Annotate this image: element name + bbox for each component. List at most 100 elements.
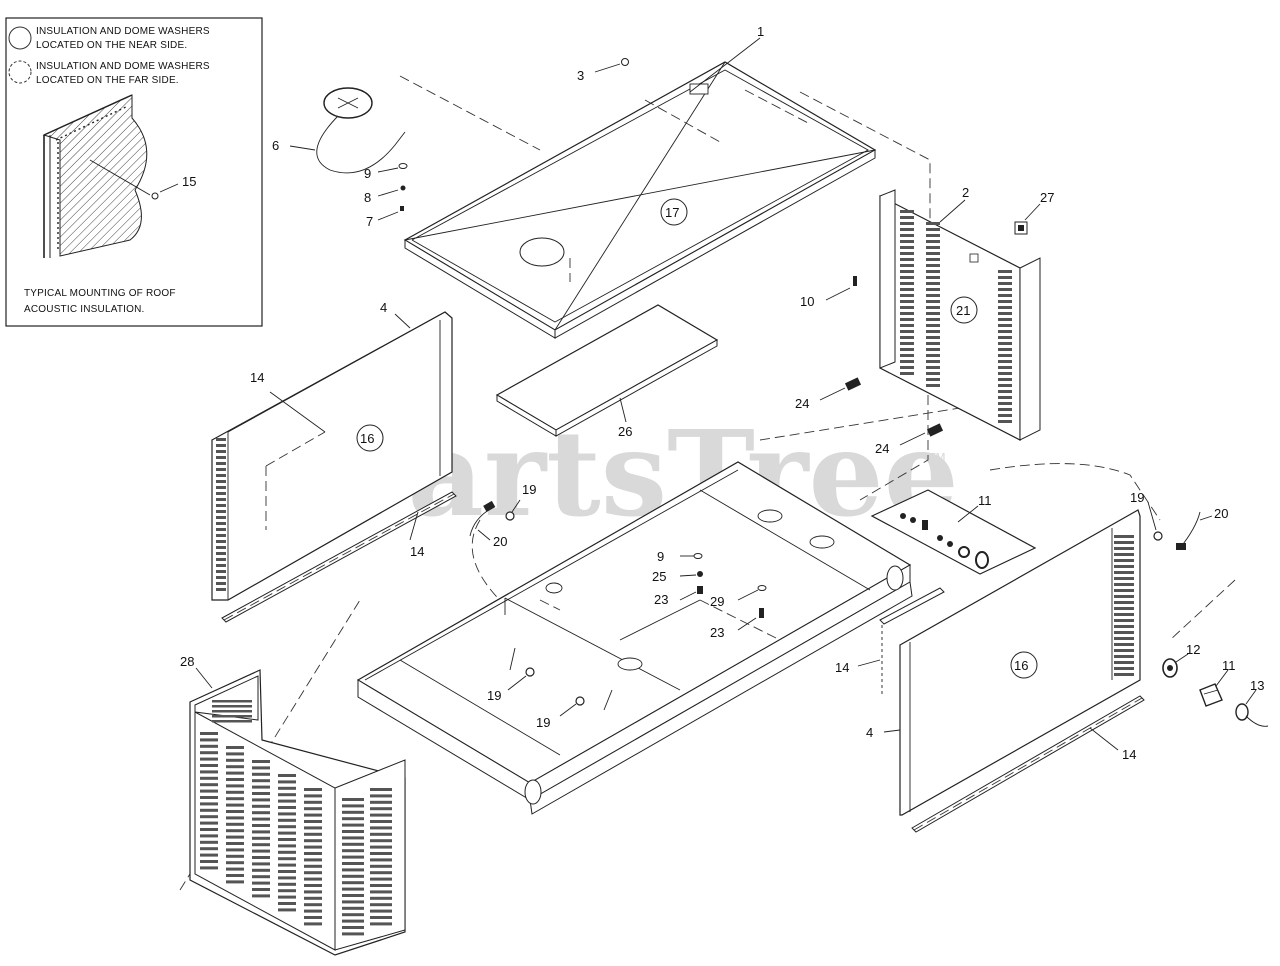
louver-slot [252, 817, 270, 821]
louver-slot [900, 276, 914, 279]
louver-slot [370, 852, 392, 855]
callout-19-d: 19 [1130, 490, 1144, 505]
near-side-circle-icon [8, 26, 32, 50]
louver-slot [1114, 571, 1134, 574]
louver-slot [370, 800, 392, 804]
louver-slot [1114, 595, 1134, 598]
louver-slot [900, 216, 914, 219]
louver-slot [200, 757, 218, 761]
louver-slot [1114, 601, 1134, 604]
louver-slot [998, 330, 1012, 333]
louver-slot [998, 402, 1012, 405]
louver-slot [278, 806, 296, 809]
louver-slot [926, 252, 940, 255]
far-side-circle-icon [8, 60, 32, 84]
louver-slot [900, 210, 914, 213]
louver-slot [342, 874, 364, 878]
louver-slot [252, 792, 270, 795]
base-frame [356, 461, 913, 815]
louver-slot [900, 336, 914, 339]
louver-slot [226, 803, 244, 807]
louver-slot [216, 462, 226, 465]
cable-20-left [469, 499, 521, 541]
louver-slot [1114, 589, 1134, 592]
louver-slot [216, 576, 226, 579]
louver-slot [998, 318, 1012, 321]
louver-slot [226, 790, 244, 794]
louver-slot [900, 318, 914, 321]
louver-slot [926, 228, 940, 231]
louver-slot [226, 778, 244, 781]
louver-slot [900, 228, 914, 231]
roof-panel [403, 61, 877, 339]
louver-slot [900, 252, 914, 255]
louver-slot [216, 456, 226, 459]
louver-slot [216, 450, 226, 453]
louver-slot [200, 796, 218, 799]
louver-slot [200, 808, 218, 812]
latch-24-a [819, 377, 862, 401]
louver-slot [370, 922, 392, 926]
louver-slot [226, 784, 244, 788]
louver-slot [998, 270, 1012, 273]
louver-slot [370, 877, 392, 881]
callout-14-c: 14 [835, 660, 849, 675]
louver-slot [926, 312, 940, 315]
louver-slot [1114, 559, 1134, 562]
louver-slot [900, 324, 914, 327]
louver-slot [200, 847, 218, 851]
callout-21: 21 [956, 303, 970, 318]
callout-16-right: 16 [1014, 658, 1028, 673]
louver-slot [1114, 613, 1134, 616]
louver-slot [304, 884, 322, 887]
louver-slot [304, 864, 322, 868]
louver-slot [1114, 547, 1134, 550]
louver-slot [926, 372, 940, 375]
louver-slot [226, 867, 244, 871]
louver-slot [342, 900, 364, 904]
louver-slot [926, 264, 940, 267]
louver-slot [1114, 625, 1134, 628]
louver-slot [900, 360, 914, 363]
louver-slot [900, 222, 914, 225]
louver-slot [216, 534, 226, 537]
louver-slot [200, 840, 218, 844]
louver-slot [252, 836, 270, 840]
louver-slot [926, 306, 940, 309]
louver-slot [304, 826, 322, 830]
louver-slot [926, 234, 940, 237]
louver-slot [342, 894, 364, 897]
louver-slot [278, 831, 296, 835]
louver-slot [926, 276, 940, 279]
louver-slot [278, 818, 296, 822]
louver-slot [900, 282, 914, 285]
louver-slot [278, 876, 296, 880]
louver-slot [216, 516, 226, 519]
louver-slot [900, 270, 914, 273]
louver-slot [226, 822, 244, 826]
callout-12: 12 [1186, 642, 1200, 657]
louver-slot [926, 240, 940, 243]
louver-slot [200, 738, 218, 742]
louver-slot [200, 764, 218, 767]
louver-slot [926, 222, 940, 225]
callout-19-a: 19 [522, 482, 536, 497]
louver-slot [226, 816, 244, 820]
louver-slot [278, 825, 296, 829]
louver-slot [342, 849, 364, 853]
callout-4-left: 4 [380, 300, 387, 315]
louver-slot [200, 860, 218, 863]
callout-11-top: 11 [978, 493, 992, 508]
latch-24-b [899, 423, 944, 446]
louver-slot [342, 862, 364, 865]
louver-slot [200, 744, 218, 748]
louver-slot [998, 276, 1012, 279]
louver-slot [1114, 655, 1134, 658]
louver-slot [226, 752, 244, 756]
callout-3: 3 [577, 68, 584, 83]
louver-slot [342, 798, 364, 801]
louver-slot [998, 408, 1012, 411]
louver-slot [278, 812, 296, 816]
louver-slot [252, 881, 270, 885]
louver-slot [304, 896, 322, 900]
